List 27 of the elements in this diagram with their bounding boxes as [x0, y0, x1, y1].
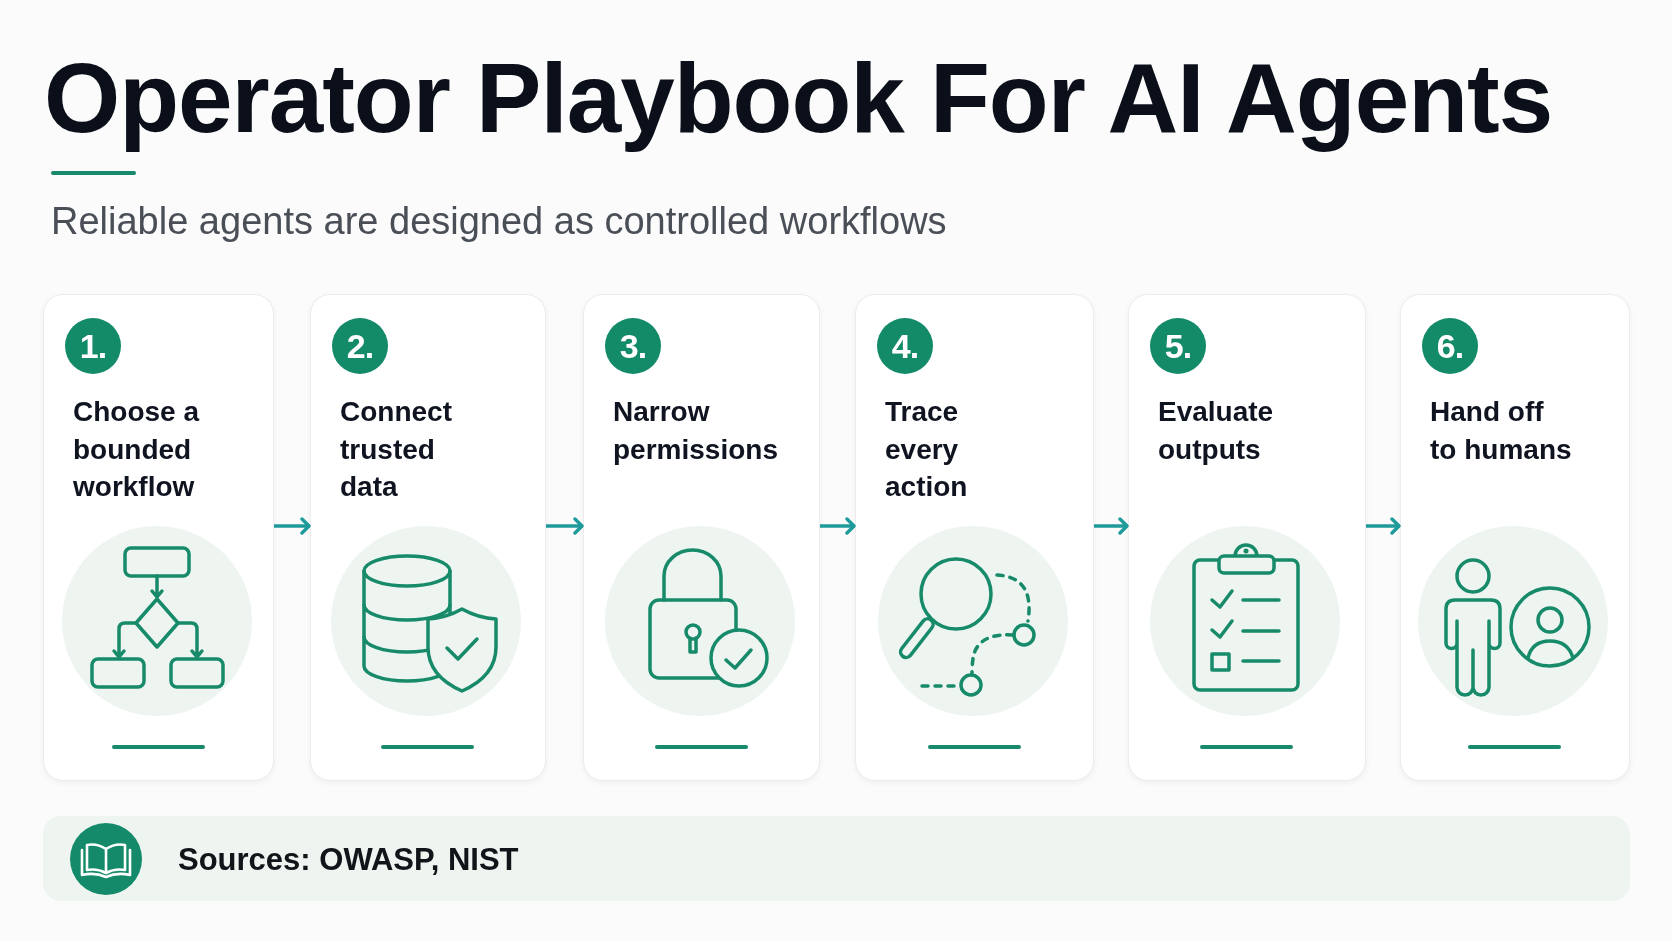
step-card: [310, 294, 546, 781]
step-number: 5.: [1150, 318, 1206, 374]
arrow: [546, 517, 584, 535]
arrow: [274, 517, 311, 535]
step-title: Evaluate outputs: [1158, 395, 1275, 467]
subtitle: Reliable agents are designed as controlled workflows: [51, 199, 947, 243]
step-title: Choose a bounded workflow: [73, 395, 201, 504]
sources-text: Sources: OWASP, NIST: [178, 841, 519, 879]
step-card: [855, 294, 1094, 781]
step-card: [1400, 294, 1630, 781]
arrow: [1094, 517, 1129, 535]
step-card: [43, 294, 274, 781]
step-number: 3.: [605, 318, 661, 374]
title: Operator Playbook For AI Agents: [44, 42, 1554, 155]
step-title: Hand off to humans: [1430, 395, 1573, 467]
sources-bar: [43, 816, 1630, 901]
arrow: [1366, 517, 1401, 535]
step-card: [583, 294, 820, 781]
step-number: 1.: [65, 318, 121, 374]
step-title: Narrow permissions: [613, 395, 779, 467]
step-title: Trace every action: [885, 395, 969, 504]
step-number: 2.: [332, 318, 388, 374]
step-number: 6.: [1422, 318, 1478, 374]
step-card: [1128, 294, 1366, 781]
arrow: [820, 517, 856, 535]
step-number: 4.: [877, 318, 933, 374]
step-title: Connect trusted data: [340, 395, 453, 504]
